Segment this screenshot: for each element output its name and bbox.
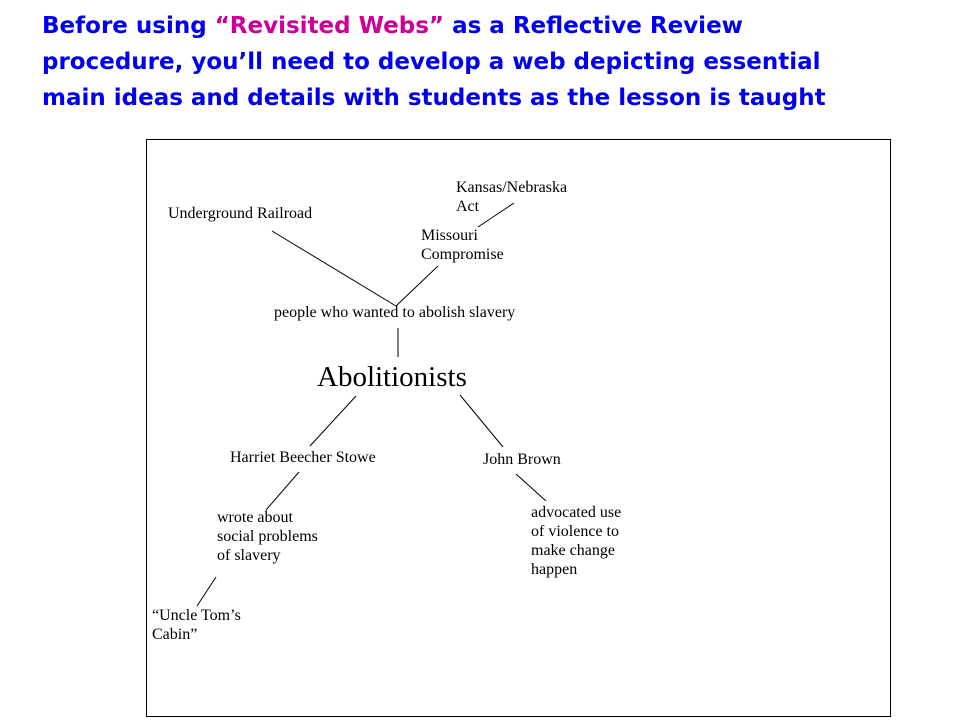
connector-missouri-to-kansas-nebraska bbox=[477, 202, 515, 228]
connector-definition-to-underground-railroad bbox=[271, 230, 397, 307]
connector-center-to-john-brown bbox=[459, 394, 504, 448]
node-kansas-nebraska-line-1: Kansas/Nebraska bbox=[456, 179, 568, 196]
connector-stowe-detail-to-uncle-toms-cabin bbox=[196, 576, 217, 607]
connector-definition-to-missouri-compromise bbox=[395, 265, 439, 307]
node-brown-detail-line-4: happen bbox=[531, 561, 578, 578]
heading-highlight-revisited-webs: “Revisited Webs” bbox=[214, 13, 445, 39]
node-kansas-nebraska-act: Kansas/Nebraska Act bbox=[456, 178, 567, 216]
node-missouri-line-1: Missouri bbox=[421, 227, 478, 244]
heading-line-1: Before using “Revisited Webs” as a Refle… bbox=[42, 8, 952, 44]
connector-john-brown-to-detail bbox=[515, 473, 547, 502]
node-missouri-compromise: Missouri Compromise bbox=[421, 226, 504, 264]
heading-line-1-start: Before using bbox=[42, 13, 215, 39]
node-stowe-detail-line-1: wrote about bbox=[217, 509, 293, 526]
heading-line-3: main ideas and details with students as … bbox=[42, 85, 826, 111]
node-uncle-toms-cabin-line-1: “Uncle Tom’s bbox=[152, 607, 241, 624]
node-center-abolitionists: Abolitionists bbox=[317, 361, 467, 393]
node-missouri-line-2: Compromise bbox=[421, 246, 504, 263]
node-uncle-toms-cabin-line-2: Cabin” bbox=[152, 626, 198, 643]
node-stowe-detail-line-2: social problems bbox=[217, 528, 318, 545]
node-uncle-toms-cabin: “Uncle Tom’s Cabin” bbox=[152, 606, 241, 644]
node-john-brown: John Brown bbox=[483, 451, 561, 468]
node-kansas-nebraska-line-2: Act bbox=[456, 198, 480, 215]
node-underground-railroad: Underground Railroad bbox=[168, 205, 313, 222]
node-brown-detail-line-1: advocated use bbox=[531, 504, 622, 521]
node-definition: people who wanted to abolish slavery bbox=[274, 304, 516, 321]
node-stowe-detail: wrote about social problems of slavery bbox=[217, 508, 318, 565]
node-brown-detail: advocated use of violence to make change… bbox=[531, 503, 621, 579]
connector-stowe-to-detail bbox=[265, 471, 300, 511]
node-brown-detail-line-2: of violence to bbox=[531, 523, 619, 540]
node-brown-detail-line-3: make change bbox=[531, 542, 615, 559]
connector-center-to-stowe bbox=[309, 395, 357, 447]
node-harriet-beecher-stowe: Harriet Beecher Stowe bbox=[230, 449, 376, 466]
heading-line-2: procedure, you’ll need to develop a web … bbox=[42, 49, 821, 75]
web-diagram-frame bbox=[146, 139, 891, 717]
slide-heading: Before using “Revisited Webs” as a Refle… bbox=[42, 8, 952, 116]
heading-line-1-end: as a Reflective Review bbox=[444, 13, 743, 39]
node-stowe-detail-line-3: of slavery bbox=[217, 547, 281, 564]
